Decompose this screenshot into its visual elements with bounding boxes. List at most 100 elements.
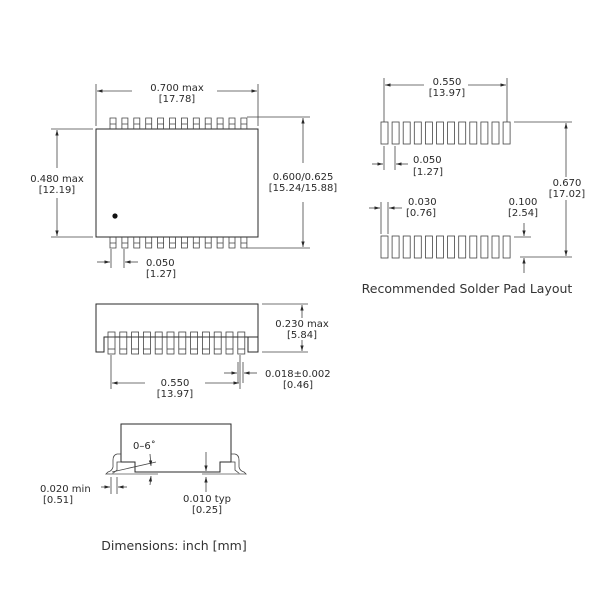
solder-pad — [447, 235, 456, 259]
side-lead — [131, 331, 140, 355]
top-pin — [121, 117, 129, 129]
standoff-inch: 0.010 typ — [183, 494, 231, 505]
side-body — [95, 303, 259, 353]
bottom-pin — [181, 237, 188, 249]
right-lead — [231, 453, 247, 475]
end-view: 0–6˚ 0.020 min [0.51] 0.010 typ [0.25] — [40, 423, 247, 516]
side-span-dimension: 0.550 [13.97] — [110, 355, 241, 400]
bottom-pin-row — [109, 237, 248, 249]
top-pitch-mm: [1.27] — [146, 269, 176, 280]
side-height-inch: 0.230 max — [275, 319, 329, 330]
pad-width-dimension: 0.550 [13.97] — [383, 77, 508, 122]
bottom-pin — [240, 237, 248, 249]
top-height-inch: 0.480 max — [30, 174, 84, 185]
top-pitch-inch: 0.050 — [146, 258, 175, 269]
solder-pad — [402, 121, 411, 145]
side-lead — [225, 331, 234, 355]
solder-pad-layout: 0.550 [13.97] 0.050 [1.27] 0.670 [17.02]… — [362, 77, 586, 296]
pad-span-inch: 0.670 — [553, 178, 582, 189]
top-pin — [240, 117, 248, 129]
pad-pitch-inch: 0.050 — [413, 155, 442, 166]
side-lead — [154, 331, 163, 355]
solder-pad — [436, 121, 444, 145]
solder-pad — [502, 235, 511, 259]
side-lead — [178, 331, 187, 355]
solder-pad — [480, 235, 489, 259]
pad-row-top — [380, 121, 511, 145]
solder-pad-caption: Recommended Solder Pad Layout — [362, 281, 573, 296]
solder-pad — [413, 121, 422, 145]
bottom-pin — [157, 237, 164, 249]
top-pin — [228, 117, 236, 129]
pad-height-inch: 0.100 — [509, 197, 538, 208]
solder-pad — [447, 121, 456, 145]
side-lead — [142, 331, 151, 355]
top-pin — [145, 117, 153, 129]
top-pitch-dimension: 0.050 [1.27] — [97, 249, 176, 280]
bottom-pin — [133, 237, 141, 249]
pad-height-mm: [2.54] — [508, 208, 538, 219]
foot-mm: [0.51] — [43, 495, 73, 506]
top-pin — [181, 117, 188, 129]
pad-span-dimension: 0.670 [17.02] — [514, 121, 585, 258]
top-pin-row — [109, 117, 248, 129]
top-span-inch: 0.600/0.625 — [273, 172, 334, 183]
top-height-dimension: 0.480 max [12.19] — [30, 128, 93, 238]
solder-pad — [380, 121, 389, 145]
bottom-pin — [169, 237, 176, 249]
solder-pad — [413, 235, 422, 259]
angle-label: 0–6˚ — [133, 440, 156, 452]
side-lead — [201, 331, 210, 355]
solder-pad — [402, 235, 411, 259]
solder-pad — [469, 235, 478, 259]
pin1-marker — [112, 213, 118, 219]
side-lead — [213, 331, 222, 355]
top-pin — [109, 117, 117, 129]
end-body — [120, 423, 232, 473]
solder-pad — [458, 121, 467, 145]
pad-width-inch: 0.550 — [433, 77, 462, 88]
bottom-pin — [121, 237, 129, 249]
solder-pad — [391, 121, 400, 145]
side-span-mm: [13.97] — [157, 389, 194, 400]
top-pin — [192, 117, 200, 129]
bottom-pin — [228, 237, 236, 249]
solder-pad — [391, 235, 400, 259]
pad-height-dimension: 0.100 [2.54] — [508, 197, 538, 273]
foot-dimension: 0.020 min [0.51] — [40, 477, 127, 506]
solder-pad — [436, 235, 444, 259]
bottom-pin — [109, 237, 117, 249]
top-pin — [133, 117, 141, 129]
solder-pad — [424, 121, 433, 145]
top-width-mm: [17.78] — [159, 94, 196, 105]
top-span-mm: [15.24/15.88] — [269, 183, 338, 194]
pad-size-inch: 0.030 — [408, 197, 437, 208]
bottom-pin — [216, 237, 224, 249]
side-lead — [237, 331, 246, 355]
side-span-inch: 0.550 — [161, 378, 190, 389]
side-lead — [107, 331, 116, 355]
top-view: 0.700 max [17.78] 0.480 max [12.19] 0.60… — [30, 83, 337, 280]
solder-pad — [469, 121, 478, 145]
pad-pitch-mm: [1.27] — [413, 167, 443, 178]
standoff-dimension: 0.010 typ [0.25] — [183, 452, 231, 516]
lead-width-dimension: 0.018±0.002 [0.46] — [224, 362, 331, 391]
top-pin — [204, 117, 212, 129]
side-view: 0.230 max [5.84] 0.550 [13.97] 0.018±0.0… — [95, 303, 331, 400]
top-pin — [169, 117, 176, 129]
side-lead-row — [107, 331, 246, 355]
pad-pitch-dimension: 0.050 [1.27] — [372, 146, 443, 178]
solder-pad — [458, 235, 467, 259]
pad-row-bottom — [380, 235, 511, 259]
lead-width-inch: 0.018±0.002 — [265, 369, 331, 380]
foot-inch: 0.020 min — [40, 484, 91, 495]
pad-size-mm: [0.76] — [406, 208, 436, 219]
bottom-pin — [204, 237, 212, 249]
side-height-dimension: 0.230 max [5.84] — [262, 303, 329, 353]
lead-width-mm: [0.46] — [283, 380, 313, 391]
standoff-mm: [0.25] — [192, 505, 222, 516]
top-span-dimension: 0.600/0.625 [15.24/15.88] — [247, 116, 338, 249]
solder-pad — [380, 235, 389, 259]
package-body — [95, 128, 259, 238]
